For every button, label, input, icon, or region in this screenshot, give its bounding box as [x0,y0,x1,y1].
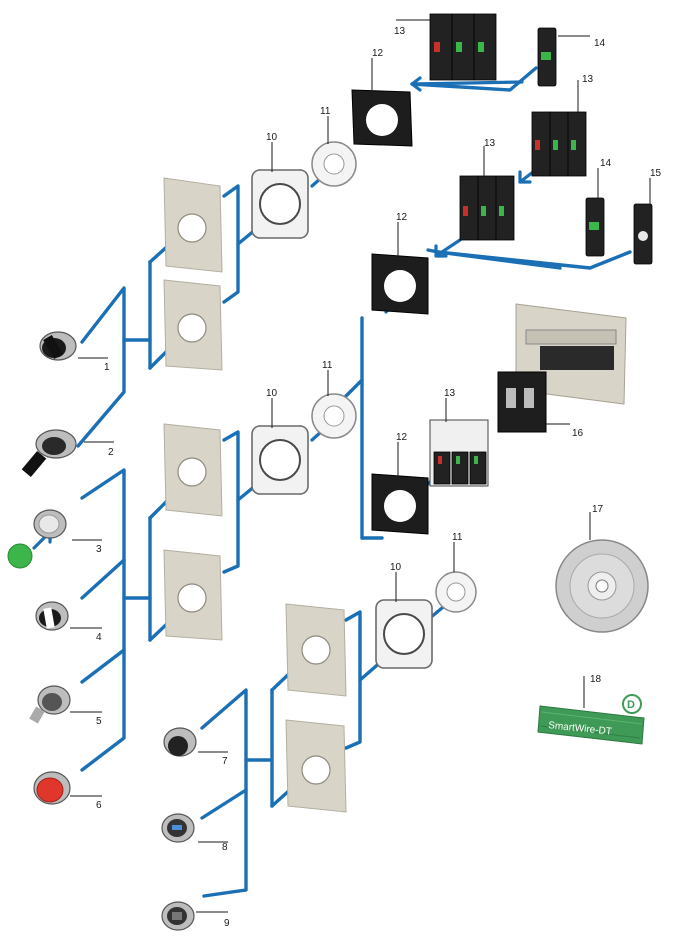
adapter-10-middle [251,425,309,495]
callout-13-upper-right: 13 [582,74,594,85]
pushbutton-red-6 [33,771,71,805]
callout-11-lower: 11 [452,532,463,543]
contact-block-13-top [429,13,497,81]
mounting-plate-2 [163,279,223,371]
frame-12-middle [371,253,429,315]
contact-blocks [429,13,587,487]
smartwire-logo: D [627,699,635,711]
callout-1: 1 [104,362,110,373]
led-element-14-top [537,27,557,87]
callout-2: 2 [108,447,114,458]
mounting-plate-4 [163,549,223,641]
callout-5: 5 [96,716,102,727]
led-elements [537,27,653,265]
sealing-rings [311,141,477,613]
mounting-plate-6 [285,719,347,813]
callout-14-middle: 14 [600,158,612,169]
software-cd-17 [555,539,649,633]
callout-4: 4 [96,632,102,643]
callout-10-middle: 10 [266,388,278,399]
callout-12-upper: 12 [372,48,384,59]
indicator-light-3 [7,509,67,569]
potentiometer-7 [163,727,197,757]
mounting-plates [163,177,347,813]
led-element-14-middle [585,197,605,257]
frame-12-upper [351,89,413,147]
callout-3: 3 [96,544,102,555]
callout-10-lower: 10 [390,562,402,573]
connector-lines [76,66,632,898]
callout-numbers: 1 2 3 4 5 6 7 8 9 10 10 10 11 11 11 12 1… [96,26,662,929]
selector-switch-4 [35,601,69,631]
callout-7: 7 [222,756,228,767]
contact-block-13-middle [459,175,515,241]
operators [7,331,197,931]
callout-16: 16 [572,428,584,439]
callout-leaders [70,19,651,913]
callout-13-middle: 13 [484,138,496,149]
usb-socket-8 [161,813,195,843]
adapter-10-upper [251,169,309,239]
contact-block-13-upper-right [531,111,587,177]
key-switch-5 [29,685,71,724]
callout-6: 6 [96,800,102,811]
smartwire-dt-cable-18: SmartWire-DT D [537,694,645,745]
ring-11-middle [311,393,357,439]
joystick-2 [21,429,77,478]
mounting-plate-5 [285,603,347,697]
callout-14-top: 14 [594,38,606,49]
base-fixing-module-16 [497,303,627,433]
callout-10-upper: 10 [266,132,278,143]
callout-18: 18 [590,674,602,685]
adapters [251,169,433,669]
callout-11-upper: 11 [320,106,331,117]
ring-11-lower [435,571,477,613]
mounting-plate-1 [163,177,223,273]
fixing-frames [351,89,429,535]
callout-15: 15 [650,168,662,179]
callout-8: 8 [222,842,228,853]
callout-12-middle: 12 [396,212,408,223]
terminal-element-15 [633,203,653,265]
adapter-10-lower [375,599,433,669]
ring-11-upper [311,141,357,187]
callout-17: 17 [592,504,604,515]
rj45-socket-9 [161,901,195,931]
selector-switch-1 [39,331,77,361]
mounting-plate-3 [163,423,223,517]
contact-block-13-lower [429,419,489,487]
callout-13-top: 13 [394,26,406,37]
callout-9: 9 [224,918,230,929]
callout-12-lower: 12 [396,432,408,443]
frame-12-lower [371,473,429,535]
callout-13-lower: 13 [444,388,456,399]
callout-11-middle: 11 [322,360,333,371]
